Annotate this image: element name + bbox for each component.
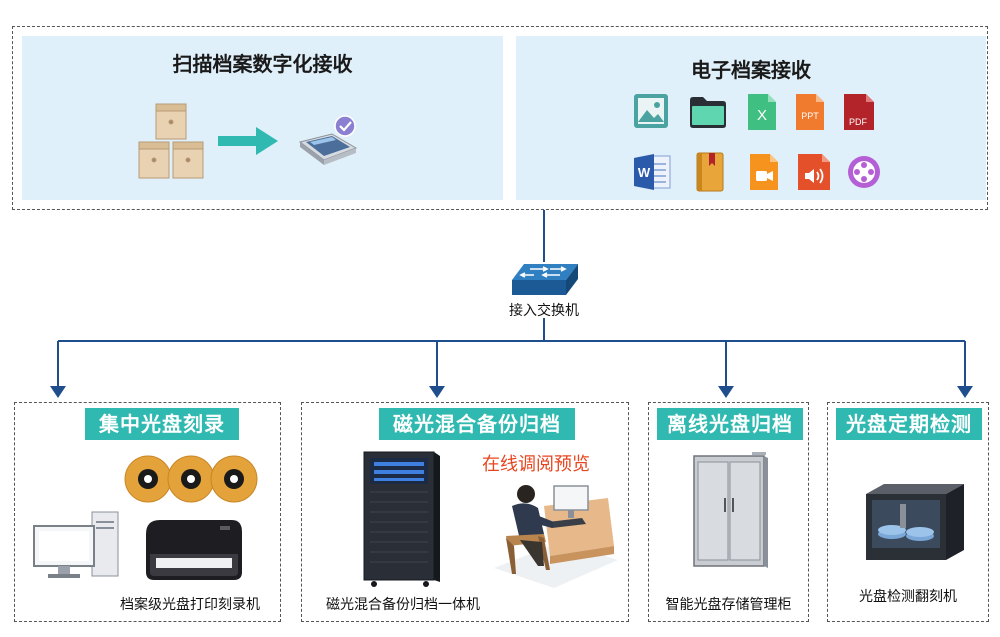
caption-central-burning: 档案级光盘打印刻录机 [120, 597, 260, 613]
media-player-icon [848, 156, 880, 188]
excel-file-icon: X [748, 94, 776, 130]
section-hybrid-backup [301, 402, 629, 622]
word-file-icon: W [634, 154, 671, 190]
banner-offline-archive: 离线光盘归档 [657, 408, 803, 440]
folder-icon [690, 97, 726, 128]
caption-periodic-check: 光盘检测翻刻机 [859, 589, 957, 605]
disc-checker-icon [866, 484, 964, 560]
pdf-label: PDF [849, 117, 868, 127]
top-container [12, 26, 988, 210]
excel-letter: X [757, 107, 767, 124]
switch-label: 接入交换机 [509, 303, 579, 319]
banner-central-burning: 集中光盘刻录 [85, 408, 239, 440]
arrow-right-icon [218, 127, 278, 155]
caption-hybrid-backup: 磁光混合备份归档一体机 [326, 597, 480, 613]
section-periodic-check [827, 402, 989, 622]
electronic-panel-title: 电子档案接收 [691, 58, 811, 82]
scanner-icon [298, 115, 358, 165]
banner-hybrid-backup: 磁光混合备份归档 [379, 408, 575, 440]
section-central-burning [14, 402, 281, 622]
section-offline-archive [648, 402, 809, 622]
disc-printer-icon [146, 520, 242, 580]
scan-panel [22, 36, 503, 200]
optical-discs-icon [124, 455, 258, 503]
word-letter: W [638, 165, 651, 180]
audio-file-icon [798, 154, 830, 190]
storage-rack-icon [363, 451, 440, 587]
ppt-file-icon: PPT [796, 94, 824, 130]
pdf-file-icon: PDF [844, 94, 874, 130]
caption-offline-archive: 智能光盘存储管理柜 [665, 597, 792, 613]
banner-periodic-check: 光盘定期检测 [836, 408, 982, 440]
storage-cabinet-icon [693, 452, 768, 568]
online-preview-label: 在线调阅预览 [482, 454, 590, 475]
image-file-icon [634, 94, 668, 128]
desktop-computer-icon [33, 511, 119, 578]
network-switch-icon [512, 264, 578, 295]
archive-book-icon [696, 152, 724, 192]
archive-boxes-icon [138, 103, 204, 179]
scan-panel-title: 扫描档案数字化接收 [172, 52, 353, 76]
person-at-desk-icon [494, 485, 618, 588]
video-file-icon [750, 154, 778, 190]
ppt-label: PPT [801, 111, 819, 121]
